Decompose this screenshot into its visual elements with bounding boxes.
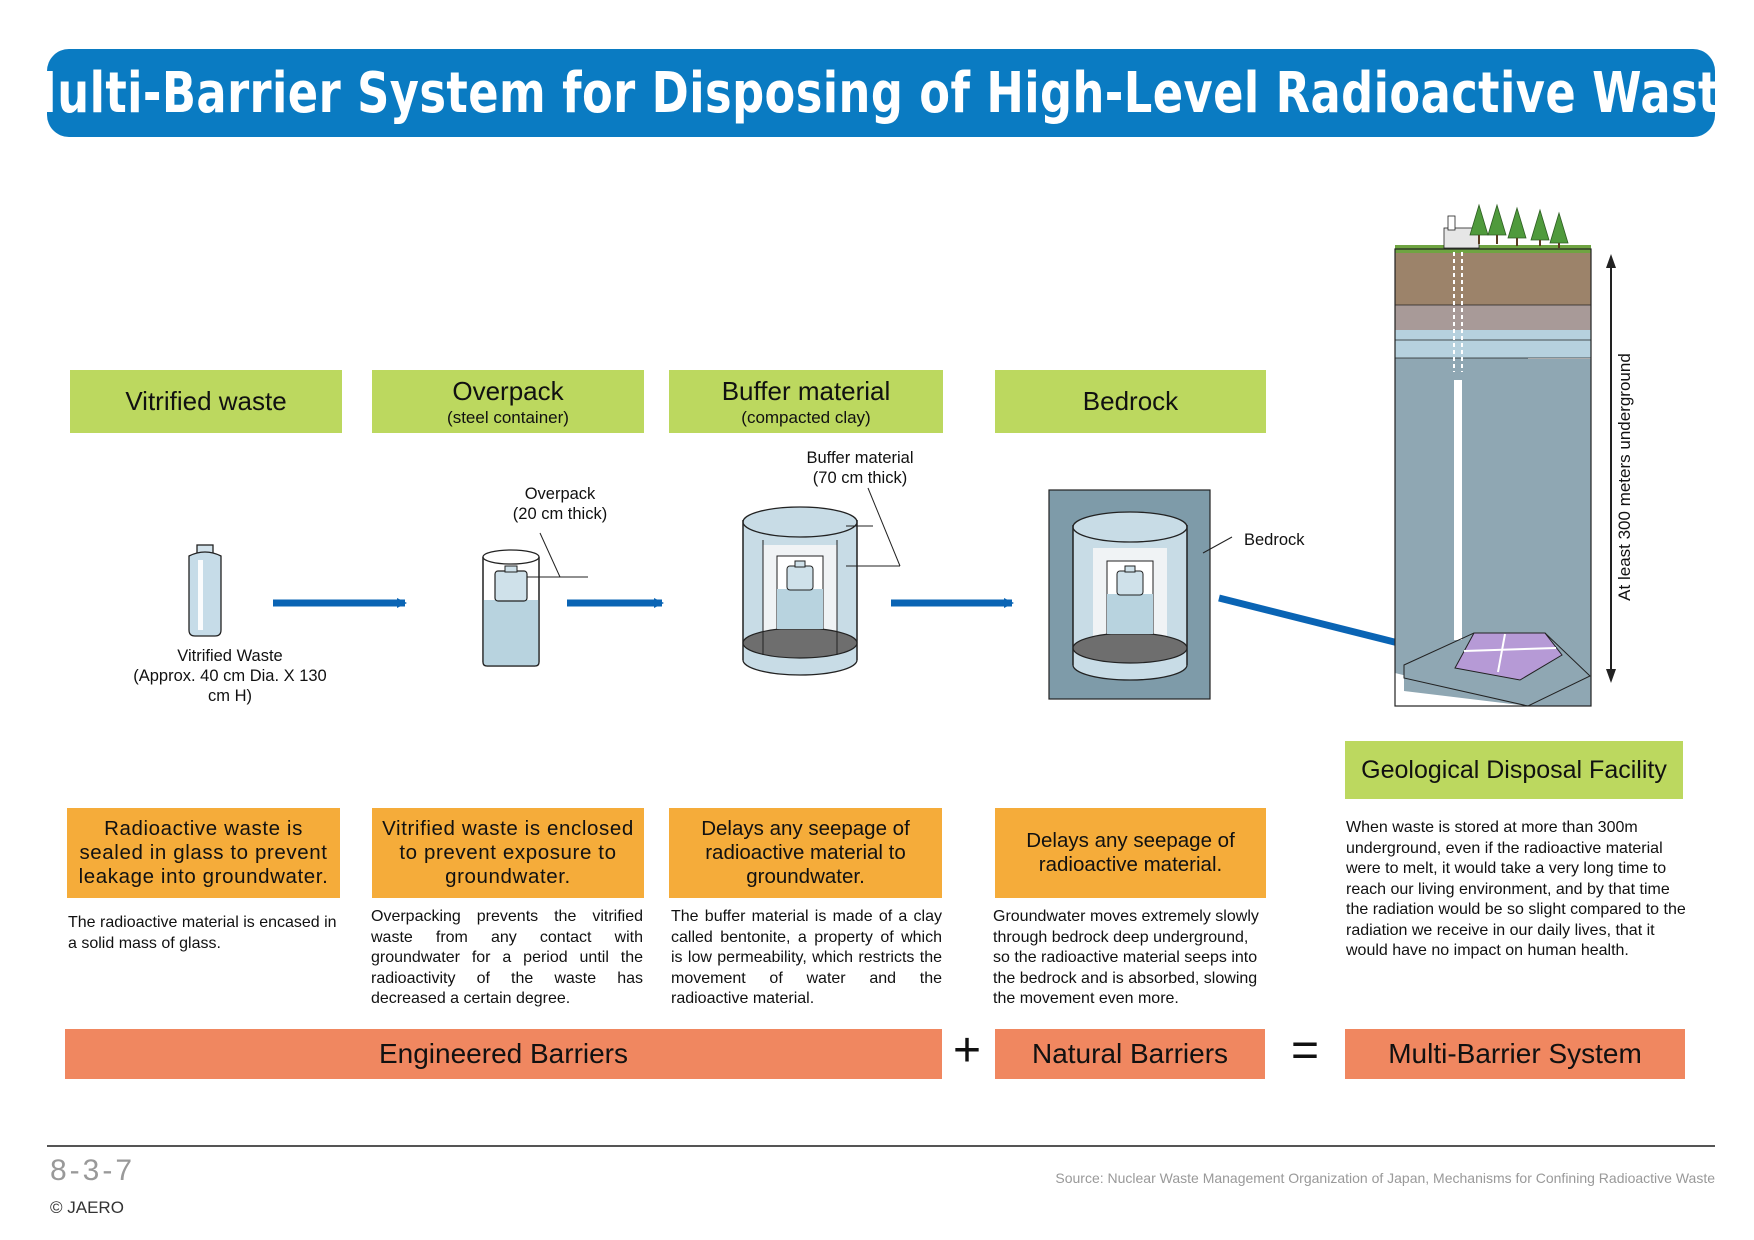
header-subtitle: (compacted clay) bbox=[741, 407, 871, 427]
overpack-label: Overpack (20 cm thick) bbox=[500, 484, 620, 524]
equals-sign: = bbox=[1290, 1024, 1320, 1077]
description-buffer: The buffer material is made of a clay ca… bbox=[671, 908, 942, 1007]
header-bedrock: Bedrock bbox=[995, 370, 1266, 433]
header-overpack: Overpack (steel container) bbox=[372, 370, 644, 433]
header-buffer-material: Buffer material (compacted clay) bbox=[669, 370, 943, 433]
header-title: Overpack bbox=[452, 375, 564, 406]
overpack-container-icon bbox=[482, 532, 588, 667]
header-vitrified-waste: Vitrified waste bbox=[70, 370, 342, 433]
description-overpack: Overpacking prevents the vitrified waste… bbox=[371, 908, 643, 1007]
copyright: © JAERO bbox=[50, 1198, 124, 1217]
header-geological-disposal-facility: Geological Disposal Facility bbox=[1345, 741, 1683, 799]
multi-barrier-system-bar: Multi-Barrier System bbox=[1345, 1029, 1685, 1079]
geological-facility-icon bbox=[1394, 203, 1616, 707]
overpack-label-title: Overpack bbox=[524, 485, 596, 503]
buffer-label-title: Buffer material bbox=[806, 449, 914, 467]
footer-divider bbox=[47, 1145, 1715, 1147]
vitrified-caption: Vitrified Waste (Approx. 40 cm Dia. X 13… bbox=[120, 646, 340, 706]
source-credit: Source: Nuclear Waste Management Organiz… bbox=[1055, 1170, 1715, 1186]
header-title: Geological Disposal Facility bbox=[1361, 755, 1667, 784]
depth-label: At least 300 meters underground bbox=[1615, 353, 1634, 601]
buffer-label: Buffer material (70 cm thick) bbox=[790, 448, 930, 488]
buffer-label-thickness: (70 cm thick) bbox=[812, 469, 908, 487]
summary-buffer: Delays any seepage of radioactive materi… bbox=[669, 808, 942, 898]
header-title: Buffer material bbox=[721, 375, 891, 406]
plus-sign: + bbox=[952, 1024, 982, 1077]
overpack-label-thickness: (20 cm thick) bbox=[512, 505, 608, 523]
header-title: Vitrified waste bbox=[125, 386, 287, 416]
summary-vitrified: Radioactive waste is sealed in glass to … bbox=[67, 808, 340, 898]
natural-barriers-bar: Natural Barriers bbox=[995, 1029, 1265, 1079]
description-vitrified: The radioactive material is encased in a… bbox=[68, 914, 337, 952]
vitrified-canister-icon bbox=[188, 544, 222, 637]
buffer-material-icon bbox=[742, 487, 901, 676]
bedrock-label: Bedrock bbox=[1244, 531, 1305, 549]
vitrified-caption-title: Vitrified Waste bbox=[177, 647, 283, 665]
description-bedrock: Groundwater moves extremely slowly throu… bbox=[993, 908, 1259, 1007]
engineered-barriers-bar: Engineered Barriers bbox=[65, 1029, 942, 1079]
description-facility: When waste is stored at more than 300m u… bbox=[1346, 819, 1686, 959]
summary-overpack: Vitrified waste is enclosed to prevent e… bbox=[372, 808, 644, 898]
header-title: Bedrock bbox=[1082, 386, 1179, 416]
header-subtitle: (steel container) bbox=[447, 407, 569, 427]
page-number: 8-3-7 bbox=[50, 1154, 136, 1187]
vitrified-caption-size: (Approx. 40 cm Dia. X 130 cm H) bbox=[133, 667, 327, 705]
page-title: Multi-Barrier System for Disposing of Hi… bbox=[11, 60, 1751, 126]
bedrock-icon bbox=[1048, 489, 1233, 700]
title-banner: Multi-Barrier System for Disposing of Hi… bbox=[12, 49, 1750, 137]
summary-bedrock: Delays any seepage of radioactive materi… bbox=[995, 808, 1266, 898]
